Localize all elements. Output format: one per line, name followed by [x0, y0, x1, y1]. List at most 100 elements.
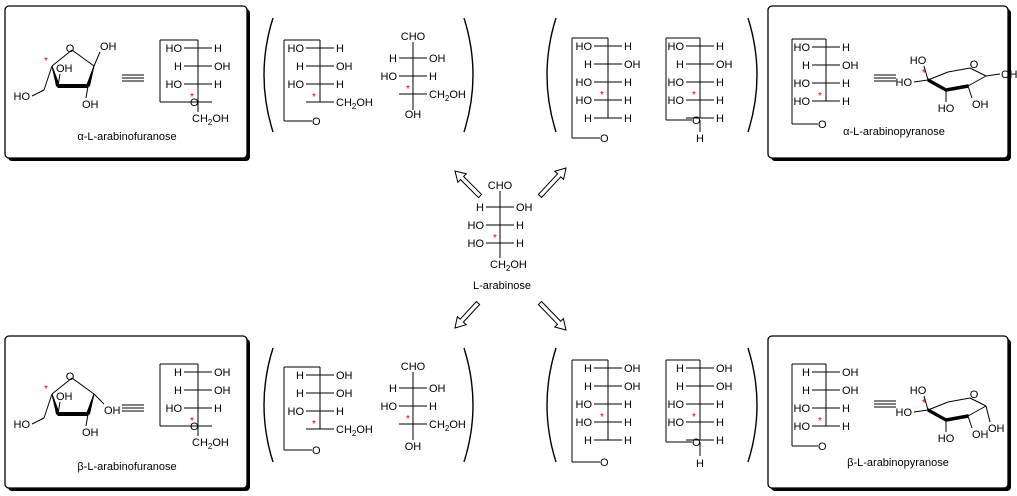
compound-label-alpha-pyranose: α-L-arabinopyranose	[843, 126, 945, 138]
atom-label: OH	[56, 63, 73, 75]
bond	[967, 415, 973, 429]
atom-label: HO	[166, 43, 183, 55]
stereocenter-marker: *	[818, 416, 822, 427]
structure-box	[4, 5, 248, 159]
atom-label: H	[336, 43, 344, 55]
ring-bond	[927, 401, 949, 411]
atom-label: H	[174, 385, 182, 397]
ch2oh-group: CH2OH	[429, 89, 466, 103]
atom-label: OH	[516, 202, 533, 214]
atom-label: H	[842, 42, 850, 54]
ring-oxygen: O	[312, 445, 321, 457]
atom-label: H	[716, 41, 724, 53]
atom-label: OH	[716, 59, 733, 71]
compound-label-l-arabinose: L-arabinose	[473, 280, 531, 292]
structure-box	[767, 335, 1009, 489]
ring-bond	[967, 405, 987, 417]
ring-bond	[51, 49, 73, 67]
atom-label: H	[716, 417, 724, 429]
ring-oxygen: O	[600, 457, 609, 469]
atom-label: H	[842, 403, 850, 415]
stereocenter-marker: *	[692, 90, 696, 101]
atom-label: H	[716, 77, 724, 89]
atom-label: HO	[938, 103, 955, 115]
atom-label: H	[584, 381, 592, 393]
atom-label: HO	[468, 238, 485, 250]
atom-label: HO	[794, 403, 811, 415]
atom-label: OH	[336, 370, 353, 382]
ring-oxygen: O	[970, 59, 979, 71]
aldehyde-group: CHO	[401, 31, 426, 43]
atom-label: HO	[468, 220, 485, 232]
bold-ring-bond	[57, 84, 89, 88]
atom-label: HO	[910, 55, 927, 67]
atom-label: H	[584, 435, 592, 447]
bracket-right-paren	[463, 347, 474, 463]
arrow-to-beta-furanose	[454, 300, 481, 329]
atom-label: H	[624, 41, 632, 53]
atom-label: OH	[624, 381, 641, 393]
bond	[923, 65, 929, 81]
atom-label: OH	[100, 41, 117, 53]
atom-label: H	[716, 399, 724, 411]
atom-label: HO	[794, 78, 811, 90]
stereocenter-marker: *	[190, 92, 194, 103]
structure-box	[767, 5, 1009, 159]
ring-oxygen: O	[818, 119, 827, 131]
atom-label: OH	[336, 61, 353, 73]
atom-label: H	[336, 406, 344, 418]
atom-label: H	[716, 95, 724, 107]
atom-label: OH	[82, 427, 99, 439]
atom-label: HO	[794, 421, 811, 433]
bond	[31, 89, 45, 97]
bond	[985, 405, 991, 423]
bond	[43, 393, 53, 419]
atom-label: OH	[336, 388, 353, 400]
bond	[93, 393, 105, 405]
atom-label: H	[676, 363, 684, 375]
atom-label: OH	[429, 383, 446, 395]
atom-label: H	[696, 133, 704, 145]
atom-label: H	[624, 399, 632, 411]
ch2oh-group: CH2OH	[490, 259, 527, 273]
ring-oxygen: O	[66, 43, 75, 55]
atom-label: HO	[381, 401, 398, 413]
bond	[967, 85, 973, 99]
atom-label: H	[584, 59, 592, 71]
atom-label: HO	[668, 77, 685, 89]
bracket-right-paren	[747, 347, 758, 463]
bracket-left-paren	[546, 347, 557, 463]
atom-label: H	[389, 53, 397, 65]
compound-label-beta-pyranose: β-L-arabinopyranose	[847, 457, 949, 469]
atom-label: OH	[214, 61, 231, 73]
atom-label: H	[296, 370, 304, 382]
atom-label: H	[676, 59, 684, 71]
compound-label-beta-furanose: β-L-arabinofuranose	[77, 461, 176, 473]
atom-label: HO	[668, 417, 685, 429]
ch2oh-group: CH2OH	[429, 419, 466, 433]
arrow-to-alpha-pyranose	[537, 167, 567, 199]
bond	[57, 73, 61, 87]
atom-label: OH	[405, 441, 422, 453]
atom-label: H	[676, 381, 684, 393]
stereocenter-marker: *	[600, 90, 604, 101]
atom-label: H	[802, 60, 810, 72]
atom-label: HO	[938, 433, 955, 445]
ring-oxygen: O	[692, 115, 701, 127]
bond	[913, 79, 929, 83]
atom-label: HO	[576, 399, 593, 411]
atom-label: H	[296, 61, 304, 73]
stereocenter-marker: *	[692, 412, 696, 423]
stereocenter-marker: *	[312, 419, 316, 430]
ring-bond	[71, 49, 95, 67]
atom-label: HO	[381, 71, 398, 83]
atom-label: HO	[794, 96, 811, 108]
stereocenter-marker: *	[818, 91, 822, 102]
stereocenter-marker: *	[44, 384, 48, 395]
atom-label: HO	[166, 79, 183, 91]
atom-label: HO	[288, 406, 305, 418]
atom-label: H	[584, 363, 592, 375]
